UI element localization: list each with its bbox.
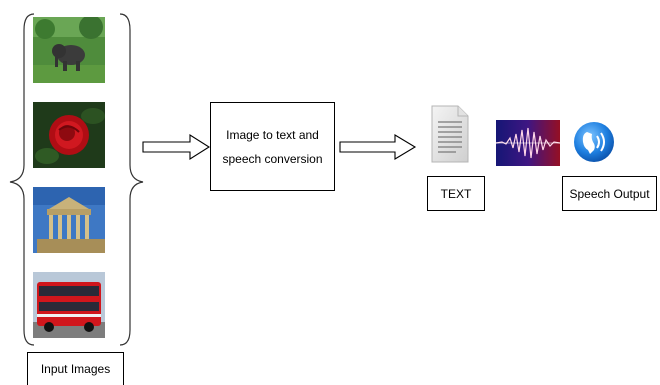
bus-image xyxy=(33,272,105,338)
arrow-input-to-process xyxy=(142,134,211,160)
conversion-process-box: Image to text and speech conversion xyxy=(210,102,335,191)
document-icon xyxy=(431,105,469,163)
elephant-image xyxy=(33,17,105,83)
speaker-icon xyxy=(574,122,614,162)
rose-image xyxy=(33,102,105,168)
input-images-label-text: Input Images xyxy=(40,362,111,376)
arrow-process-to-text xyxy=(339,134,417,160)
speech-output-label: Speech Output xyxy=(562,176,657,211)
temple-image xyxy=(33,187,105,253)
conversion-process-label: Image to text and speech conversion xyxy=(222,127,323,166)
input-images-label: Input Images xyxy=(27,352,124,385)
speech-output-label-text: Speech Output xyxy=(569,186,650,201)
text-output-label: TEXT xyxy=(427,176,485,211)
text-output-label-text: TEXT xyxy=(440,186,472,201)
sound-wave-icon xyxy=(496,120,560,166)
